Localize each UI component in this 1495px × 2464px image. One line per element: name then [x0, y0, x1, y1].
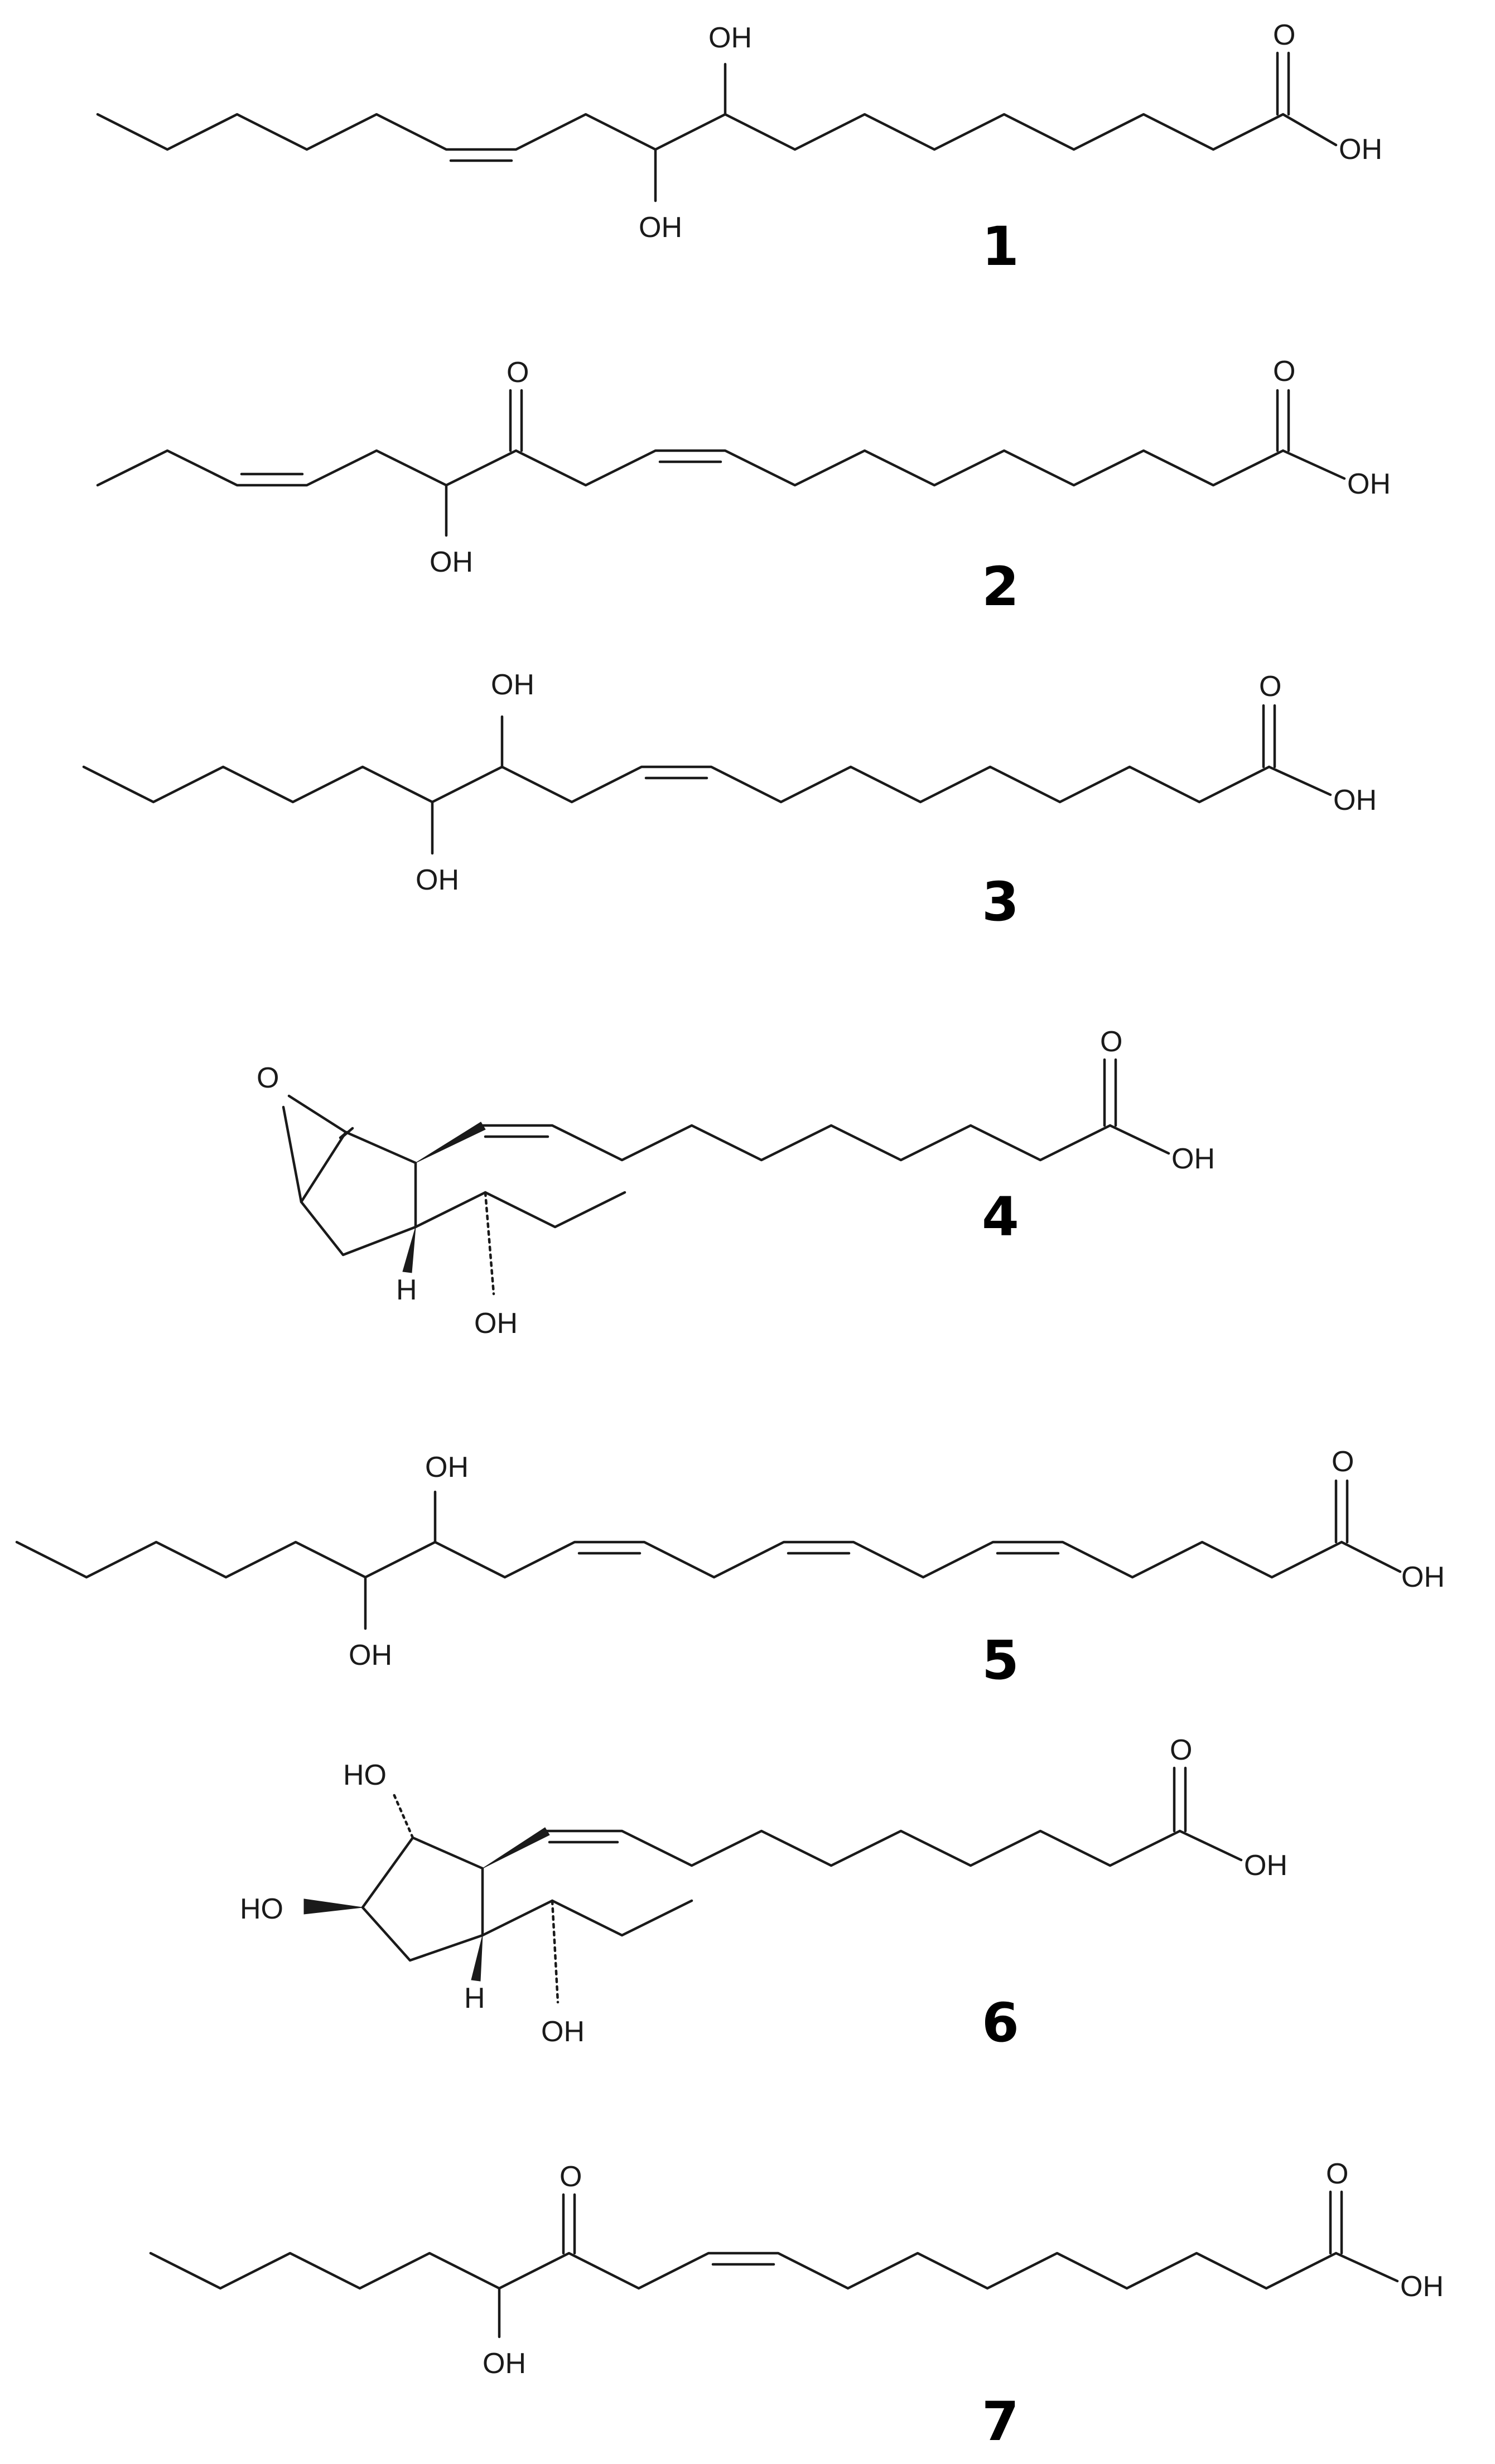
structure-3-number: 3: [982, 871, 1019, 933]
structure-2-keto-o: O: [507, 356, 529, 389]
structure-4-hash-oh: [484, 1191, 495, 1296]
structure-5-acid-oh: OH: [1401, 1561, 1445, 1593]
structure-2-chain: [96, 449, 1285, 487]
structure-6-ho-top: HO: [343, 1759, 387, 1791]
structure-4-h: H: [396, 1274, 417, 1306]
structure-4-ethyl: [414, 1191, 626, 1229]
structure-4-ring: [300, 1130, 417, 1257]
structure-3-acid-oh: OH: [1333, 784, 1377, 816]
structure-7-acid-oh-bond: [1334, 2252, 1399, 2283]
structure-2-acid-oh: OH: [1347, 468, 1391, 500]
structure-6-wedge-chain: [482, 1827, 550, 1869]
structure-4-acid-oh-bond: [1108, 1124, 1170, 1155]
structure-4-number: 4: [982, 1186, 1019, 1248]
structure-5-number: 5: [982, 1629, 1019, 1692]
structure-6-h: H: [464, 1982, 485, 2014]
structure-6-hash-ho-top: [392, 1791, 414, 1839]
structure-5-oh-bottom: OH: [349, 1639, 392, 1671]
structure-6-acid-oh-bond: [1178, 1829, 1243, 1862]
structure-7-keto-o: O: [560, 2161, 582, 2193]
structure-4-acid-o: O: [1100, 1026, 1122, 1058]
structure-4-chain: [481, 1124, 1112, 1162]
structure-3-oh-bottom: OH: [416, 864, 459, 896]
structure-1-acid-o: O: [1273, 19, 1295, 51]
structure-6-ho-left: HO: [240, 1893, 283, 1925]
structure-6-wedge-ho-left: [303, 1898, 363, 1915]
structure-1-chain: [96, 113, 1285, 151]
structure-1-acid-oh-bond: [1281, 113, 1338, 147]
structure-6-number: 6: [982, 1992, 1019, 2054]
structure-7-acid-o: O: [1326, 2158, 1348, 2190]
structure-6-hash-oh: [551, 1899, 560, 2004]
structure-6-acid-oh: OH: [1244, 1849, 1287, 1882]
structure-4-epoxide-bond-1: [287, 1094, 348, 1134]
structure-2: O OH O OH 2: [96, 355, 1391, 618]
structure-5: OH OH O OH 5: [15, 1446, 1445, 1692]
structure-1-number: 1: [982, 215, 1019, 278]
structure-3-acid-o: O: [1259, 670, 1281, 703]
structure-6: HO HO H OH O OH 6: [240, 1734, 1287, 2054]
structure-3: OH OH O OH 3: [82, 669, 1377, 933]
structure-4-acid-oh: OH: [1171, 1143, 1215, 1175]
structure-3-chain: [82, 765, 1271, 804]
structure-5-acid-oh-bond: [1340, 1540, 1402, 1573]
structure-4-epoxide-bond-2: [282, 1105, 303, 1204]
structure-7-acid-oh: OH: [1400, 2270, 1444, 2303]
structure-1-oh-bottom: OH: [639, 211, 682, 244]
structure-2-acid-oh-bond: [1281, 449, 1346, 480]
structure-5-chain: [15, 1540, 1343, 1579]
structure-7-number: 7: [982, 2390, 1019, 2453]
structure-2-oh-bottom: OH: [430, 546, 473, 578]
structure-1-acid-oh: OH: [1339, 133, 1382, 166]
structure-4-wedge-chain: [415, 1122, 486, 1163]
structure-3-acid-oh-bond: [1267, 765, 1332, 796]
structure-4-epoxide-hash-1: [339, 1127, 354, 1139]
structure-7-chain: [149, 2252, 1338, 2290]
structure-4-epoxide-o: O: [257, 1062, 279, 1094]
structure-4-oh: OH: [474, 1307, 518, 1340]
structure-4: H OH O O OH 4: [257, 1026, 1215, 1340]
structure-1-oh-top: OH: [708, 22, 752, 54]
structure-5-oh-top: OH: [425, 1451, 469, 1484]
structure-6-acid-o: O: [1170, 1734, 1192, 1766]
structure-7-oh-bottom: OH: [483, 2347, 526, 2380]
structure-6-chain: [546, 1829, 1181, 1867]
structure-7: O OH O OH 7: [149, 2158, 1444, 2453]
structure-6-oh: OH: [541, 2016, 585, 2048]
structure-6-h-wedge: [471, 1935, 483, 1982]
structure-5-acid-o: O: [1332, 1446, 1354, 1478]
structure-4-h-wedge: [402, 1226, 416, 1273]
structure-2-number: 2: [982, 555, 1019, 618]
structure-3-oh-top: OH: [491, 669, 534, 701]
structure-2-acid-o: O: [1273, 355, 1295, 388]
structure-6-ethyl: [481, 1899, 693, 1937]
structure-6-ring: [361, 1836, 484, 1962]
structure-1: OH OH O OH 1: [96, 19, 1382, 278]
